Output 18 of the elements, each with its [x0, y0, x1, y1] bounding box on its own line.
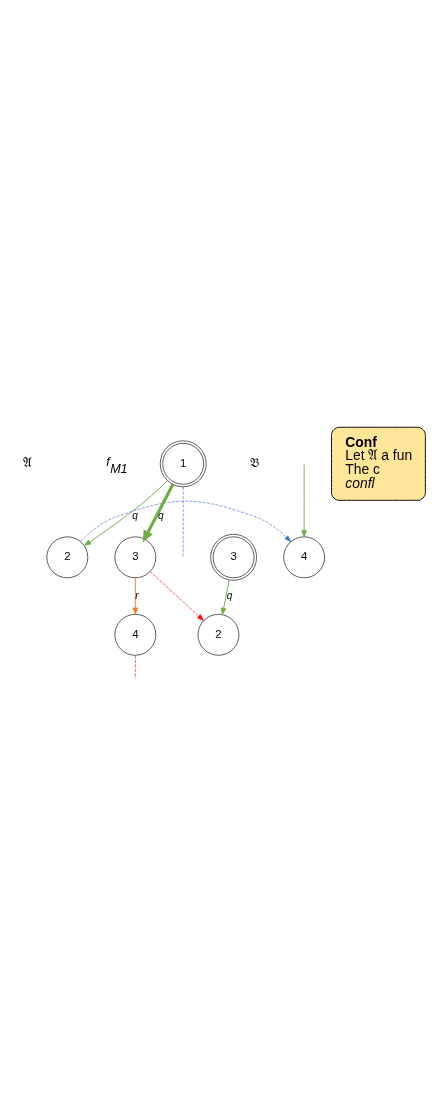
arrow: [83, 479, 168, 546]
arrow: [142, 483, 175, 542]
edge-label: q: [132, 509, 138, 521]
arrow: [80, 500, 292, 542]
arrow: [220, 579, 230, 615]
label: 𝔅: [250, 455, 260, 470]
node-box: Conf Let 𝔄 a fun The c confl: [331, 426, 426, 501]
label: 𝔄: [23, 455, 33, 470]
arrow: [132, 577, 138, 615]
edge-label: q: [158, 509, 164, 521]
arrow: [149, 570, 204, 621]
connector: [182, 486, 184, 557]
node-circle: 4: [114, 613, 157, 656]
edge-label: q: [226, 589, 233, 601]
node-circle: 3: [114, 536, 157, 578]
node-circle: 2: [46, 536, 89, 578]
edge-label: r: [135, 589, 139, 601]
arrow: [301, 463, 307, 537]
